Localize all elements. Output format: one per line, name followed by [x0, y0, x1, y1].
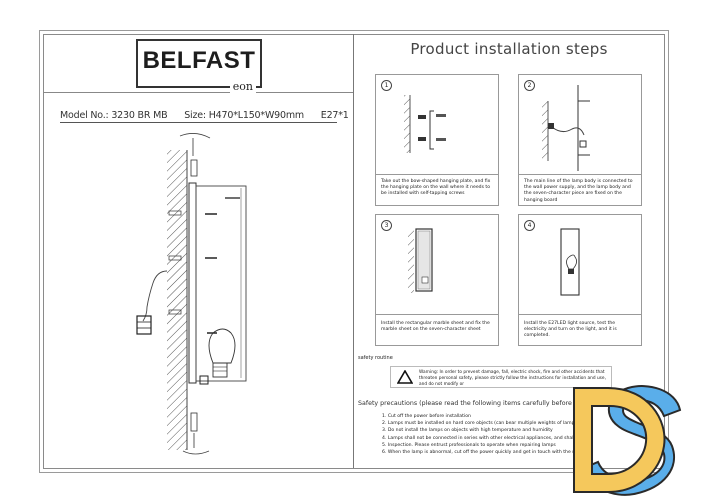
product-size: Size: H470*L150*W90mm — [184, 110, 304, 121]
precaution-item: 1. Cut off the power before installation — [382, 414, 471, 419]
step-caption: Install the E27LED light source, test th… — [524, 321, 617, 339]
step-4-illustration — [560, 228, 580, 296]
precaution-item: 2. Lamps must be installed on hard core … — [382, 421, 575, 427]
lamp-installation-drawing — [136, 133, 247, 455]
step-number: 2 — [524, 80, 535, 91]
brand-logo: BELFAST eon — [136, 39, 262, 93]
installation-steps-title: Product installation steps — [410, 40, 608, 58]
warning-box: Warning: In order to prevent damage, fal… — [390, 366, 612, 388]
panel-divider — [353, 34, 354, 469]
step-1-card: 1 Take out the bow-shaped hanging plate,… — [375, 74, 499, 206]
brand-subtitle: eon — [229, 80, 256, 93]
step-2-card: 2 The main line of the lamp body is conn… — [518, 74, 642, 206]
step-number: 1 — [381, 80, 392, 91]
step-4-card: 4 Install the E27LED light source, test … — [518, 214, 642, 346]
precaution-item: 3. Do not install the lamps on objects w… — [382, 428, 553, 434]
bulb-type: E27*1 — [320, 110, 349, 121]
spec-line: Model No.: 3230 BR MB Size: H470*L150*W9… — [60, 110, 349, 123]
step-3-card: 3 Install the rectangular marble sheet a… — [375, 214, 499, 346]
step-1-illustration — [404, 95, 446, 153]
step-caption: Take out the bow-shaped hanging plate, a… — [381, 179, 491, 197]
ds-watermark-logo — [573, 385, 682, 496]
precaution-item: 5. Inspection. Please entrust profession… — [382, 442, 556, 448]
step-caption: The main line of the lamp body is connec… — [524, 179, 633, 203]
outer-frame — [39, 30, 669, 473]
bottom-rule — [353, 468, 665, 469]
warning-text: Warning: In order to prevent damage, fal… — [419, 370, 606, 387]
header-divider — [43, 92, 353, 93]
step-2-illustration — [542, 85, 590, 171]
warning-triangle-icon — [397, 370, 413, 384]
step-number: 4 — [524, 220, 535, 231]
precaution-item: 6. When the lamp is abnormal, cut off th… — [382, 450, 577, 456]
precautions-title: Safety precautions (please read the foll… — [358, 400, 612, 407]
precaution-item: 4. Lamps shall not be connected in serie… — [382, 435, 575, 441]
step-number: 3 — [381, 220, 392, 231]
step-3-illustration — [408, 228, 433, 293]
safety-routine-label: safety routine — [358, 355, 393, 361]
precautions-list: 1. Cut off the power before installation… — [382, 413, 577, 456]
brand-name: BELFAST — [142, 47, 256, 74]
step-caption: Install the rectangular marble sheet and… — [381, 321, 490, 333]
model-number: Model No.: 3230 BR MB — [60, 110, 168, 121]
